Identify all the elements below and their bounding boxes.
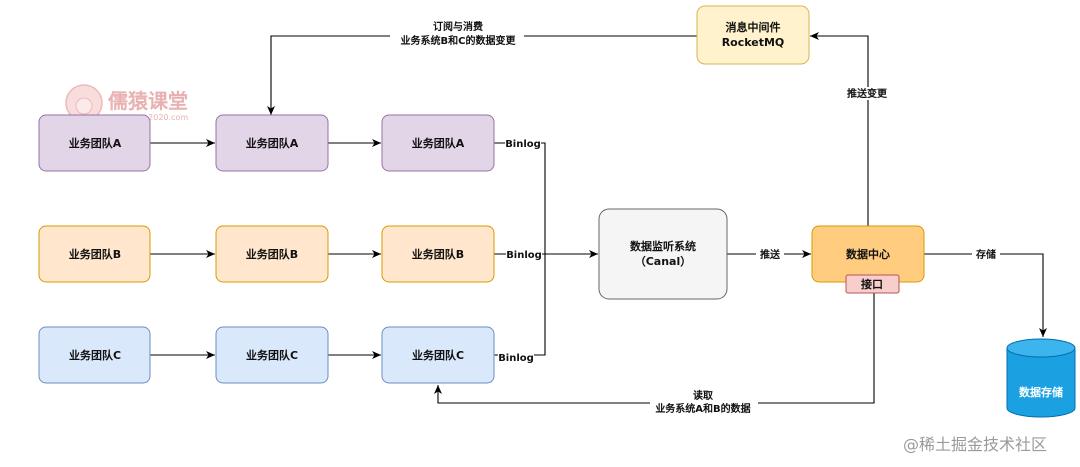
node-canal-line1: 数据监听系统 bbox=[630, 239, 696, 253]
node-team-c-1-label: 业务团队C bbox=[69, 348, 121, 362]
node-rocketmq-line1: 消息中间件 bbox=[726, 20, 781, 34]
node-team-c-2: 业务团队C bbox=[215, 326, 329, 384]
edge-push-change bbox=[810, 32, 869, 226]
node-rocketmq: 消息中间件 RocketMQ bbox=[696, 5, 810, 65]
node-team-b-2-label: 业务团队B bbox=[246, 247, 298, 261]
node-canal-line2: （Canal） bbox=[635, 255, 692, 268]
push-label: 推送 bbox=[760, 248, 781, 261]
node-rocketmq-line2: RocketMQ bbox=[722, 36, 785, 49]
node-data-center-label: 数据中心 bbox=[846, 247, 890, 261]
monkey-logo-face bbox=[75, 97, 93, 115]
node-team-c-1: 业务团队C bbox=[38, 326, 151, 384]
logo-url: ruyuan2020.com bbox=[120, 113, 188, 122]
database-icon bbox=[1006, 348, 1076, 418]
edge-subscribe bbox=[267, 35, 697, 115]
binlog-label-c: Binlog bbox=[498, 353, 534, 364]
node-storage-label: 数据存储 bbox=[1019, 385, 1063, 399]
node-team-a-3: 业务团队A bbox=[381, 114, 495, 172]
subscribe-label-line1: 订阅与消费 bbox=[433, 20, 483, 33]
ruyuan-logo: 儒猿课堂 ruyuan2020.com bbox=[65, 84, 188, 122]
binlog-label-b: Binlog bbox=[506, 250, 542, 261]
node-team-a-3-label: 业务团队A bbox=[412, 136, 465, 150]
node-team-b-1-label: 业务团队B bbox=[69, 247, 121, 261]
node-team-c-3-label: 业务团队C bbox=[412, 348, 464, 362]
edge-labels: Binlog Binlog Binlog 推送 推送变更 存储 订阅与消费 业务… bbox=[390, 18, 1000, 416]
node-team-a-1-label: 业务团队A bbox=[69, 136, 122, 150]
node-team-a-2-label: 业务团队A bbox=[246, 136, 299, 150]
edge-binlog-a bbox=[494, 142, 598, 258]
binlog-label-a: Binlog bbox=[505, 139, 541, 150]
node-team-b-3: 业务团队B bbox=[381, 225, 495, 283]
logo-name: 儒猿课堂 bbox=[108, 89, 188, 113]
subscribe-label-line2: 业务系统B和C的数据变更 bbox=[401, 34, 517, 47]
push-change-label: 推送变更 bbox=[847, 87, 888, 100]
node-api-label: 接口 bbox=[861, 277, 883, 291]
node-team-c-2-label: 业务团队C bbox=[246, 348, 298, 362]
read-label-line2: 业务系统A和B的数据 bbox=[655, 402, 750, 415]
node-team-b-2: 业务团队B bbox=[215, 225, 329, 283]
edge-binlog-c bbox=[494, 254, 546, 356]
node-team-b-1: 业务团队B bbox=[38, 225, 151, 283]
node-team-a-1: 业务团队A bbox=[38, 114, 151, 172]
node-data-center: 数据中心 bbox=[811, 225, 925, 283]
node-team-c-3: 业务团队C bbox=[381, 326, 495, 384]
node-team-a-2: 业务团队A bbox=[215, 114, 329, 172]
node-storage: 数据存储 bbox=[1006, 338, 1076, 418]
node-team-b-3-label: 业务团队B bbox=[412, 247, 464, 261]
store-label: 存储 bbox=[976, 248, 996, 261]
node-api: 接口 bbox=[845, 274, 900, 294]
edge-read bbox=[434, 293, 875, 404]
node-canal: 数据监听系统 （Canal） bbox=[598, 208, 728, 300]
edge-store bbox=[924, 253, 1047, 337]
read-label-line1: 读取 bbox=[693, 389, 714, 402]
juejin-watermark: @稀土掘金技术社区 bbox=[903, 435, 1047, 454]
